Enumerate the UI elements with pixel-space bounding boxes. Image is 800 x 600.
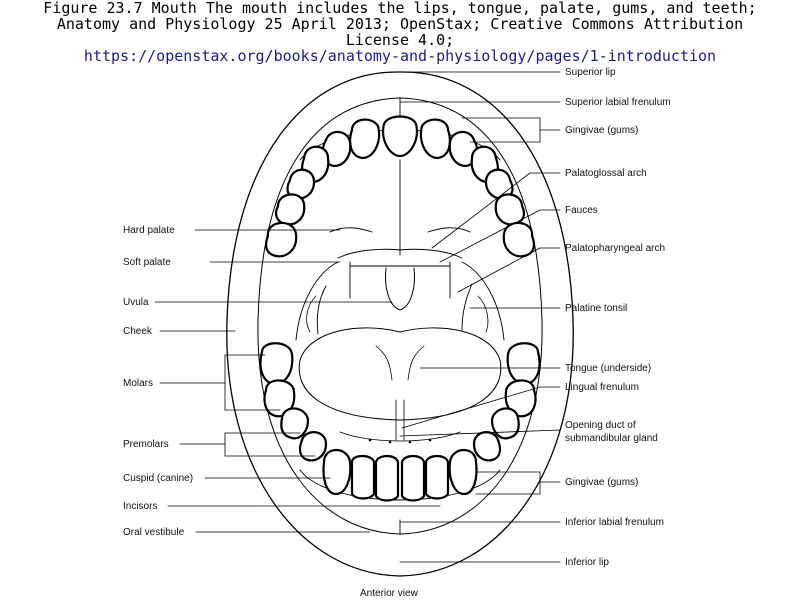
leader-lines-left (154, 229, 441, 533)
label-tongue: Tongue (underside) (565, 363, 651, 374)
label-gingivae-upper: Gingivae (gums) (565, 125, 638, 136)
label-cheek: Cheek (123, 326, 153, 337)
right-labels: Superior lip Superior labial frenulum Gi… (565, 67, 671, 568)
left-palatoglossal-arch (295, 261, 339, 341)
label-opening-duct-line2: submandibular gland (565, 433, 658, 444)
right-palatoglossal-arch (461, 261, 505, 341)
anterior-view-label: Anterior view (360, 588, 419, 599)
label-superior-lip: Superior lip (565, 67, 616, 78)
label-oral-vestibule: Oral vestibule (123, 527, 185, 538)
left-palatopharyngeal-arch (316, 285, 327, 335)
duct-openings (368, 438, 432, 444)
left-palatine-tonsil (306, 295, 317, 333)
tongue-midline (375, 345, 425, 381)
label-soft-palate: Soft palate (123, 257, 171, 268)
right-palatopharyngeal-arch (461, 283, 473, 331)
label-cuspid: Cuspid (canine) (123, 473, 193, 484)
label-superior-labial-frenulum: Superior labial frenulum (565, 97, 671, 108)
caption-line-1: Figure 23.7 Mouth The mouth includes the… (43, 0, 757, 17)
lower-teeth (259, 342, 541, 502)
outer-lips-outline (226, 71, 574, 577)
label-lingual-frenulum: Lingual frenulum (565, 382, 639, 393)
figure-caption: Figure 23.7 Mouth The mouth includes the… (0, 0, 800, 64)
uvula-shape (385, 267, 415, 311)
leader-lines-right (399, 71, 561, 563)
label-opening-duct-line1: Opening duct of (565, 420, 636, 431)
label-uvula: Uvula (123, 297, 149, 308)
caption-url[interactable]: https://openstax.org/books/anatomy-and-p… (83, 47, 717, 65)
caption-line-3: License 4.0; (345, 31, 455, 49)
label-molars: Molars (123, 378, 153, 389)
lower-gum-line (299, 469, 501, 501)
left-labels: Hard palate Soft palate Uvula Cheek Mola… (123, 225, 193, 538)
right-palatine-tonsil (477, 295, 489, 333)
palate (329, 159, 471, 299)
label-palatopharyngeal-arch: Palatopharyngeal arch (565, 243, 665, 254)
label-inferior-labial-frenulum: Inferior labial frenulum (565, 517, 664, 528)
tongue-outline (298, 327, 502, 421)
label-palatoglossal-arch: Palatoglossal arch (565, 168, 647, 179)
label-hard-palate: Hard palate (123, 225, 175, 236)
label-gingivae-lower: Gingivae (gums) (565, 477, 638, 488)
label-palatine-tonsil: Palatine tonsil (565, 303, 627, 314)
label-premolars: Premolars (123, 439, 169, 450)
label-incisors: Incisors (123, 501, 157, 512)
lingual-frenulum-shape (395, 399, 405, 441)
upper-teeth (265, 115, 535, 258)
caption-line-2: Anatomy and Physiology 25 April 2013; Op… (56, 15, 744, 33)
label-fauces: Fauces (565, 205, 598, 216)
label-inferior-lip: Inferior lip (565, 557, 609, 568)
mouth-floor-line (339, 431, 461, 442)
